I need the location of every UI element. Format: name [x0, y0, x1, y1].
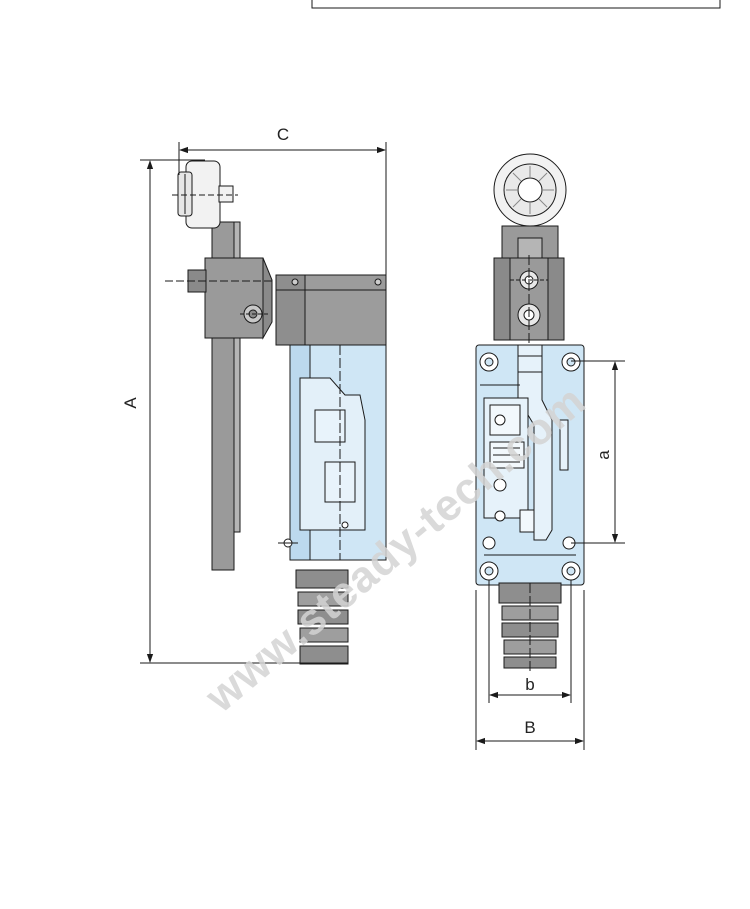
- dimension-b-lower: [488, 580, 572, 703]
- side-cable-gland: [295, 569, 349, 589]
- dimension-c: [178, 142, 387, 275]
- dimension-a-lower: [571, 360, 625, 544]
- dimension-b-upper-label: B: [524, 718, 535, 737]
- dimension-a-lower-label: a: [594, 450, 613, 460]
- dimension-a-label: A: [121, 397, 140, 409]
- dimension-a: [140, 159, 348, 664]
- lever-clamp: [204, 257, 264, 339]
- front-view: [475, 153, 585, 672]
- dimension-b-lower-label: b: [525, 675, 534, 694]
- top-frame-box: [311, 0, 721, 9]
- dimension-c-label: C: [277, 125, 289, 144]
- side-view: [165, 160, 387, 665]
- dimension-b-upper: [475, 590, 585, 750]
